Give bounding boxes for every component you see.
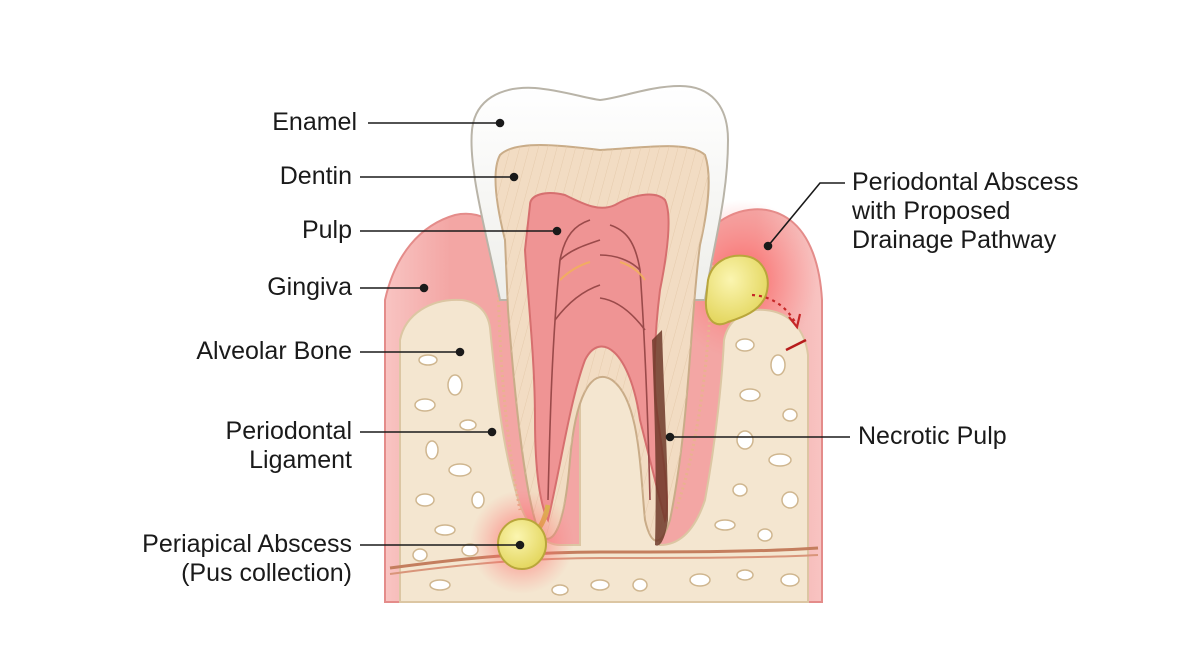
label-periapical-abscess-line1: Periapical Abscess — [142, 530, 352, 558]
label-periapical-abscess-line2: (Pus collection) — [181, 559, 352, 587]
periodontal-abscess — [704, 254, 769, 326]
label-periapical-abscess: Periapical Abscess (Pus collection) — [142, 530, 352, 588]
drainage-outlet — [785, 338, 807, 352]
label-periodontal-abscess-line2: with Proposed — [852, 197, 1011, 225]
necrotic-pulp-canal — [652, 330, 668, 546]
label-periodontal-abscess-line3: Drainage Pathway — [852, 226, 1057, 254]
jaw-nerve — [389, 546, 819, 570]
label-periodontal-abscess: Periodontal Abscess with Proposed Draina… — [852, 168, 1079, 255]
label-periodontal-ligament-line2: Ligament — [249, 446, 352, 474]
label-gingiva: Gingiva — [267, 273, 352, 301]
label-alveolar-bone: Alveolar Bone — [196, 337, 352, 365]
label-pulp: Pulp — [301, 216, 352, 244]
label-periodontal-abscess-line1: Periodontal Abscess — [852, 168, 1079, 196]
leader-lines — [360, 118, 850, 550]
label-enamel: Enamel — [272, 108, 357, 136]
label-periodontal-ligament-line1: Periodontal — [225, 417, 352, 445]
pulp-nerves — [547, 219, 651, 501]
label-dentin: Dentin — [279, 162, 352, 190]
label-necrotic-pulp: Necrotic Pulp — [858, 422, 1007, 450]
periodontal-ligament-line — [496, 259, 714, 511]
label-periodontal-ligament: Periodontal Ligament — [226, 417, 352, 475]
